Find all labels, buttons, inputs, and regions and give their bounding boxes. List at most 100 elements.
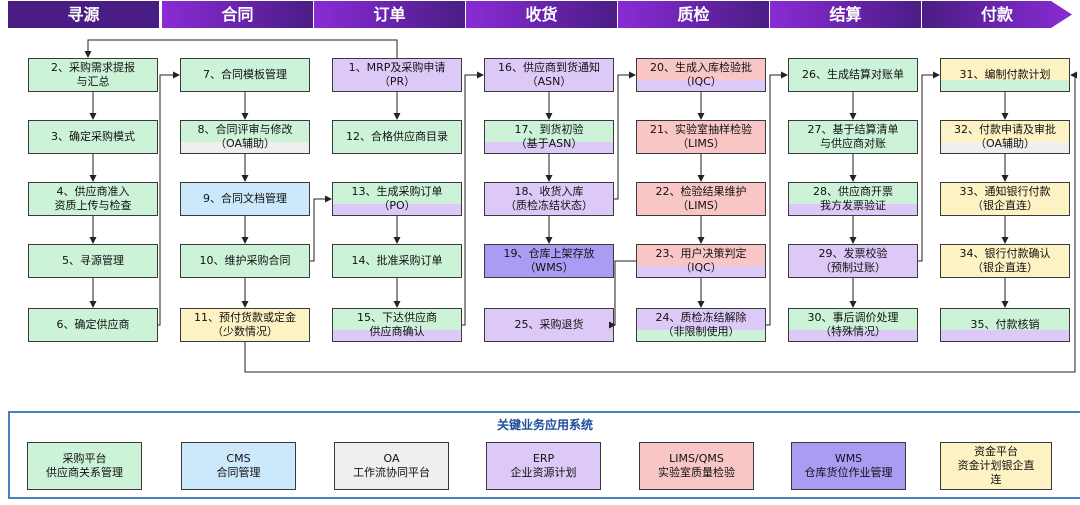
process-step-text: （银企直连） [972,261,1038,274]
process-step-text: （OA辅助） [215,137,275,150]
process-step-text: 20、生成入库检验批 [650,61,752,74]
process-step-text: 24、质检冻结解除 [655,311,747,324]
process-step-text: 与汇总 [76,75,110,88]
flow-arrow-34 [918,71,940,262]
system-card-text: LIMS/QMS [669,452,724,465]
phase-header-2: 合同 [162,1,313,28]
process-step-text: 18、收货入库 [514,185,584,198]
process-step-n29: 29、发票校验（预制过账） [788,244,918,278]
process-step-text: 32、付款申请及审批 [954,123,1056,136]
process-step-text: 22、检验结果维护 [655,185,747,198]
process-step-text: 资质上传与检查 [54,199,132,212]
flow-arrow-33 [766,71,788,326]
process-step-n6: 6、确定供应商 [28,308,158,342]
system-card-text: 合同管理 [216,466,261,479]
process-step-n16: 16、供应商到货通知（ASN） [484,58,614,92]
process-step-text: （预制过账） [820,261,886,274]
process-step-text: （WMS） [524,261,574,274]
process-step-text: （银企直连） [972,199,1038,212]
phase-label: 收货 [525,5,558,24]
process-step-n11: 11、预付货款或定金（少数情况） [180,308,310,342]
flow-arrow-35 [244,71,1077,373]
process-step-text: 11、预付货款或定金 [194,311,296,324]
process-step-n22: 22、检验结果维护（LIMS） [636,182,766,216]
process-step-text: 2、采购需求提报 [51,61,135,74]
process-step-text: 30、事后调价处理 [807,311,899,324]
phase-label: 寻源 [67,5,100,24]
system-card-text: CMS [226,452,251,465]
process-step-text: （LIMS） [677,137,725,150]
process-step-n17: 17、到货初验（基于ASN） [484,120,614,154]
process-step-n26: 26、生成结算对账单 [788,58,918,92]
process-step-n2: 2、采购需求提报与汇总 [28,58,158,92]
process-step-n18: 18、收货入库（质检冻结状态） [484,182,614,216]
phase-label: 结算 [829,5,862,24]
process-step-text: 26、生成结算对账单 [802,68,904,81]
process-step-text: 29、发票校验 [818,247,888,260]
flow-arrow-26 [84,39,398,58]
system-card-text: WMS [834,452,863,465]
phase-label: 合同 [221,5,254,24]
process-step-text: 与供应商对账 [820,137,886,150]
process-step-n3: 3、确定采购模式 [28,120,158,154]
process-step-text: 13、生成采购订单 [351,185,443,198]
process-step-text: 27、基于结算清单 [807,123,899,136]
flow-arrow-30 [614,71,636,200]
process-step-text: （PR） [378,75,416,88]
process-step-text: 25、采购退货 [514,318,584,331]
process-step-n13: 13、生成采购订单（PO） [332,182,462,216]
system-card-text: 资金平台 [974,445,1018,458]
process-step-n25: 25、采购退货 [484,308,614,342]
process-step-text: 我方发票验证 [820,199,886,212]
process-step-n21: 21、实验室抽样检验（LIMS） [636,120,766,154]
system-card-text: 供应商关系管理 [46,466,123,479]
system-card-text: 采购平台 [62,452,107,465]
flow-arrow-28 [310,195,332,262]
process-step-n7: 7、合同模板管理 [180,58,310,92]
process-step-n30: 30、事后调价处理（特殊情况） [788,308,918,342]
system-card-text: 资金计划银企直 [957,459,1035,472]
process-step-n24: 24、质检冻结解除（非限制使用） [636,308,766,342]
process-step-n8: 8、合同评审与修改（OA辅助） [180,120,310,154]
process-step-text: 8、合同评审与修改 [197,123,293,136]
process-step-n27: 27、基于结算清单与供应商对账 [788,120,918,154]
process-step-n28: 28、供应商开票我方发票验证 [788,182,918,216]
process-step-n35: 35、付款核销 [940,308,1070,342]
process-step-text: （ASN） [526,75,572,88]
process-step-text: 12、合格供应商目录 [346,130,448,143]
system-card-7: 资金平台资金计划银企直连 [940,442,1052,490]
process-step-text: 供应商确认 [369,325,425,338]
process-step-text: 16、供应商到货通知 [498,61,600,74]
process-step-text: 15、下达供应商 [357,311,437,324]
process-step-n32: 32、付款申请及审批（OA辅助） [940,120,1070,154]
process-step-text: （基于ASN） [515,137,583,150]
system-card-text: 实验室质量检验 [658,466,735,479]
process-step-text: 6、确定供应商 [56,318,130,331]
process-step-text: 3、确定采购模式 [51,130,135,143]
process-step-text: （PO） [378,199,416,212]
process-step-text: 7、合同模板管理 [203,68,287,81]
process-step-text: 23、用户决策判定 [655,247,747,260]
flow-arrow-29 [462,71,484,326]
process-step-n15: 15、下达供应商供应商确认 [332,308,462,342]
process-step-text: 4、供应商准入 [56,185,130,198]
phase-label: 订单 [373,5,406,24]
flow-arrow-27 [158,71,180,326]
phase-header-3: 订单 [314,1,465,28]
process-step-n23: 23、用户决策判定（IQC） [636,244,766,278]
process-step-text: 1、MRP及采购申请 [348,61,446,74]
process-step-text: （IQC） [680,261,722,274]
process-step-text: 5、寻源管理 [62,254,124,267]
process-step-n20: 20、生成入库检验批（IQC） [636,58,766,92]
process-step-n5: 5、寻源管理 [28,244,158,278]
process-step-n14: 14、批准采购订单 [332,244,462,278]
phase-label: 付款 [980,5,1013,24]
process-step-text: （特殊情况） [820,325,886,338]
phase-header-6: 结算 [770,1,921,28]
process-step-n12: 12、合格供应商目录 [332,120,462,154]
